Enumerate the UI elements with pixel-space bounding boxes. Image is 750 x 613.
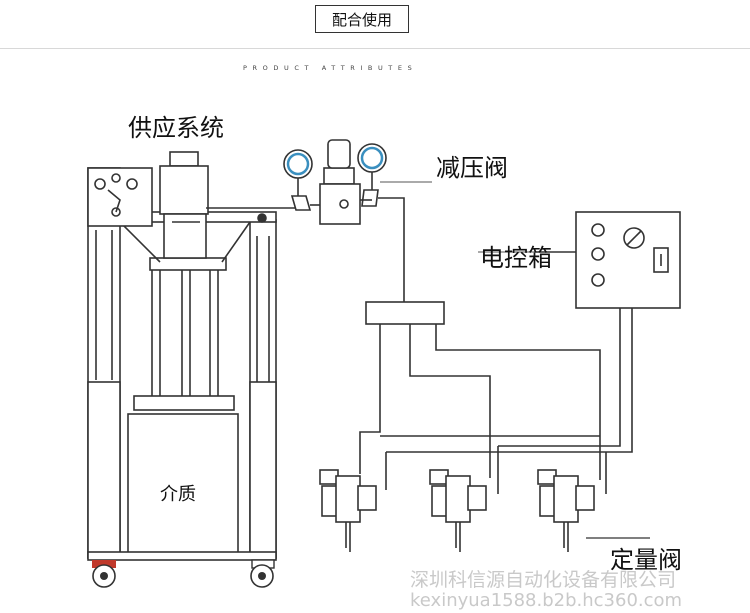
caster-right (250, 559, 275, 588)
section-title-text: 配合使用 (331, 10, 392, 29)
section-subtitle: PRODUCT ATTRIBUTES (243, 64, 418, 72)
label-pressure-valve: 减压阀 (436, 154, 508, 182)
watermark-company: 深圳科信源自动化设备有限公司 (410, 569, 677, 591)
label-control-box: 电控箱 (480, 244, 552, 272)
manifold (365, 301, 445, 325)
metering-valve-3 (537, 469, 595, 552)
section-title: 配合使用 (315, 5, 409, 33)
label-medium: 介质 (160, 484, 196, 505)
label-metering-valve: 定量阀 (610, 546, 682, 574)
caster-left (92, 560, 116, 588)
metering-valve-1 (319, 469, 377, 552)
watermark-url: kexinyua1588.b2b.hc360.com (410, 590, 683, 611)
electric-control-box (575, 211, 681, 309)
metering-valve-2 (429, 469, 487, 552)
supply-frame (87, 167, 277, 561)
divider (0, 48, 750, 49)
pump-cylinder (159, 151, 209, 259)
pressure-reducing-valve (283, 139, 405, 302)
supply-control-panel (87, 167, 153, 227)
label-supply-system: 供应系统 (128, 114, 224, 142)
